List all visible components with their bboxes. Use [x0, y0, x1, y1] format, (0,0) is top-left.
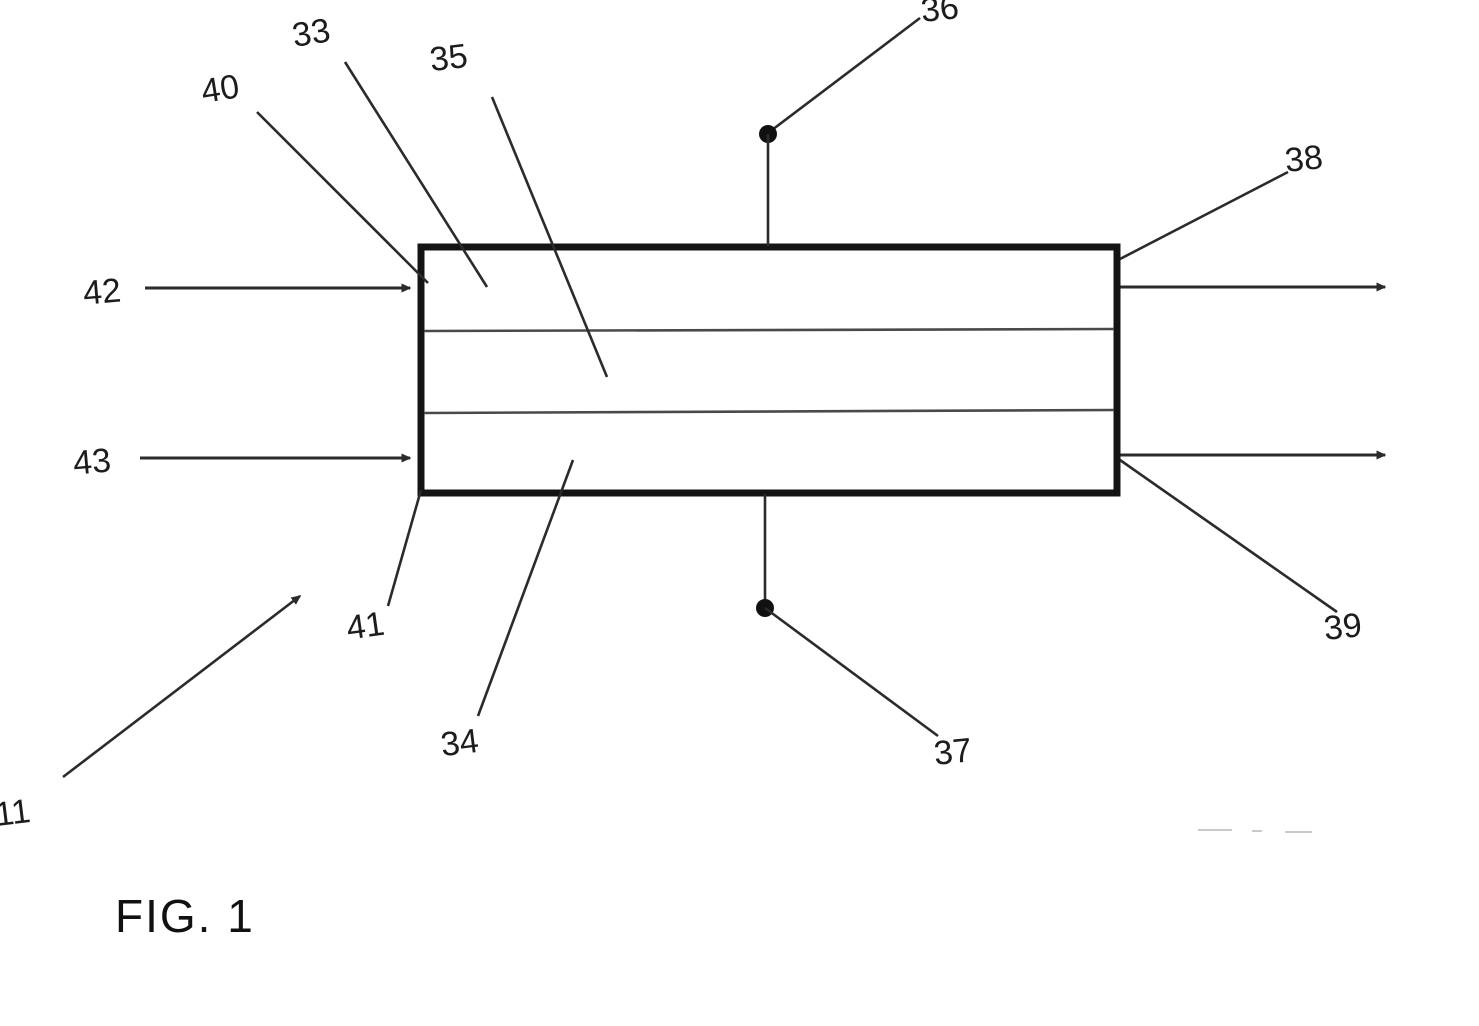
label-33: 33 [290, 11, 333, 54]
scan-artifact [1198, 829, 1312, 833]
reference-arrow-11 [62, 594, 302, 779]
layer-divider-lower [423, 408, 1115, 415]
label-40: 40 [199, 67, 242, 110]
leader-39 [1119, 458, 1338, 614]
leader-40 [256, 111, 429, 284]
leader-36-upper [767, 16, 921, 135]
leader-38 [1119, 170, 1289, 261]
label-37: 37 [932, 731, 974, 773]
label-36: 36 [919, 0, 961, 30]
layer-divider-upper [423, 327, 1115, 333]
leader-41 [386, 489, 423, 607]
leader-35 [490, 96, 609, 378]
label-39: 39 [1322, 606, 1364, 648]
layered-device-rectangle [417, 243, 1121, 497]
label-43: 43 [72, 441, 113, 482]
label-41: 41 [344, 605, 387, 648]
label-34: 34 [439, 722, 481, 764]
leader-33 [343, 61, 489, 288]
label-11: 11 [0, 792, 32, 834]
leader-37-lower [764, 606, 939, 738]
label-35: 35 [428, 37, 470, 79]
label-42: 42 [82, 271, 123, 312]
leader-34 [476, 459, 575, 717]
figure-caption: FIG. 1 [115, 890, 255, 942]
label-38: 38 [1283, 138, 1325, 180]
